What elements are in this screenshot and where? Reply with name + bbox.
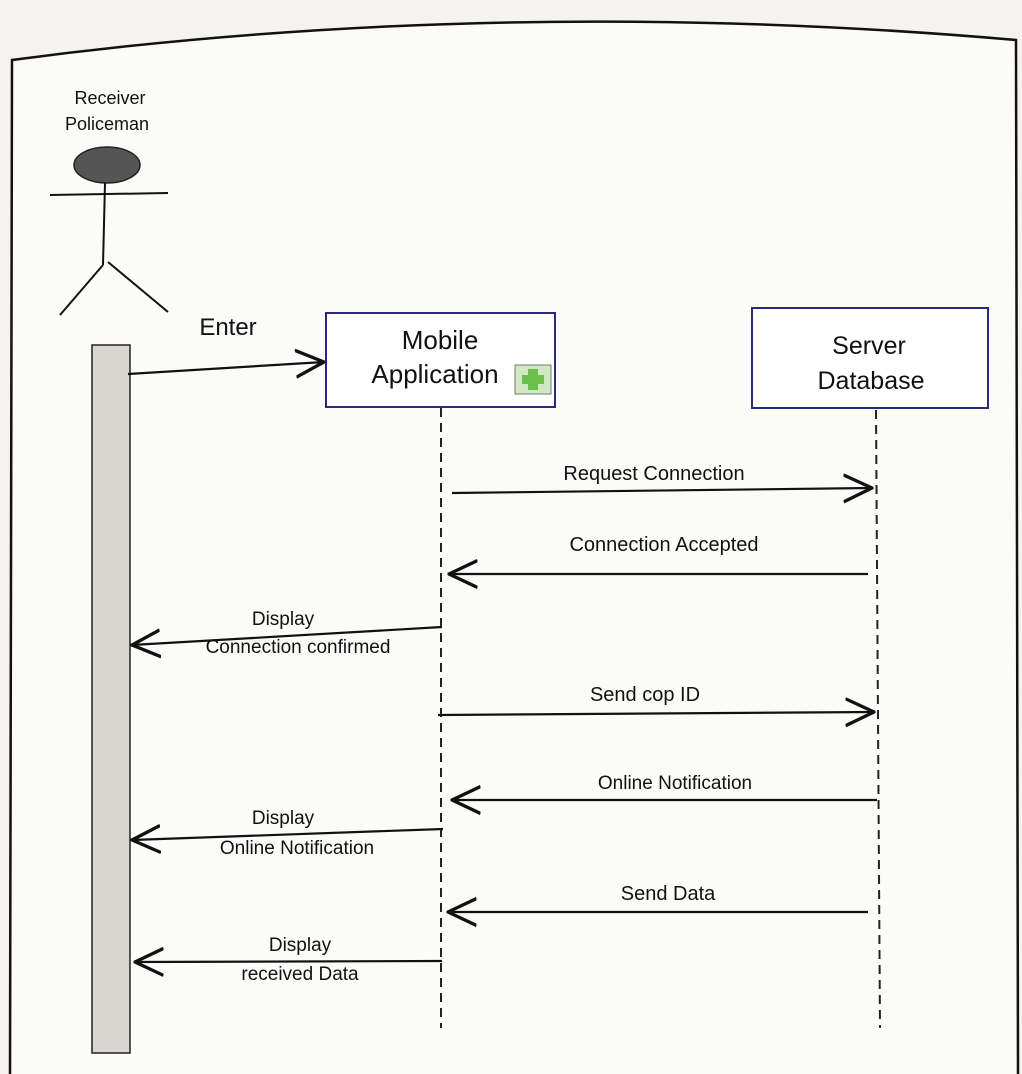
message-label: Enter [199, 314, 256, 341]
message-label: Send Data [621, 883, 716, 905]
message-label-line1: Display [269, 935, 332, 956]
server-database-box [751, 307, 989, 409]
actor-left-leg [59, 264, 104, 316]
diagram-frame [8, 20, 1020, 1074]
message-display-received-data: Display received Data [135, 935, 443, 985]
message-arrow [127, 362, 324, 374]
message-label: Request Connection [563, 463, 744, 485]
message-label-line1: Display [252, 609, 315, 630]
message-label: Connection Accepted [569, 534, 758, 556]
object-mobile-application: Mobile Application [325, 312, 556, 408]
message-label-line2: Online Notification [220, 838, 374, 859]
message-arrow [132, 625, 443, 645]
message-display-online-notification: Display Online Notification [132, 808, 444, 859]
server-database-label-line1: Server [832, 332, 906, 360]
message-label: Send cop ID [590, 684, 700, 706]
server-database-label-line2: Database [817, 367, 924, 395]
message-arrow [135, 961, 443, 962]
message-connection-accepted: Connection Accepted [449, 534, 868, 574]
actor-activation-bar [91, 344, 131, 1054]
message-send-data: Send Data [448, 883, 868, 912]
actor-body [102, 182, 106, 266]
mobile-application-label-line1: Mobile [402, 325, 479, 355]
message-label-line1: Display [252, 808, 315, 829]
actor-name-line1: Receiver [74, 88, 145, 108]
message-arrow [451, 488, 872, 493]
object-server-database: Server Database [751, 307, 989, 409]
message-arrow [437, 712, 874, 715]
message-label: Online Notification [598, 773, 752, 794]
message-arrow [132, 829, 444, 840]
actor-receiver-policeman: Receiver Policeman [49, 88, 169, 316]
plus-icon [514, 364, 552, 395]
message-label-line2: received Data [241, 964, 359, 985]
actor-arms [49, 192, 169, 196]
message-online-notification: Online Notification [452, 773, 877, 800]
message-label-line2: Connection confirmed [206, 637, 391, 658]
message-enter: Enter [127, 314, 324, 374]
message-send-cop-id: Send cop ID [437, 684, 874, 715]
mobile-application-label-line2: Application [371, 359, 498, 389]
actor-name-line2: Policeman [65, 114, 149, 134]
server-database-lifeline [875, 409, 881, 1029]
actor-right-leg [107, 261, 169, 313]
message-request-connection: Request Connection [451, 463, 872, 493]
message-display-connection-confirmed: Display Connection confirmed [132, 609, 443, 658]
actor-head-icon [73, 146, 141, 184]
